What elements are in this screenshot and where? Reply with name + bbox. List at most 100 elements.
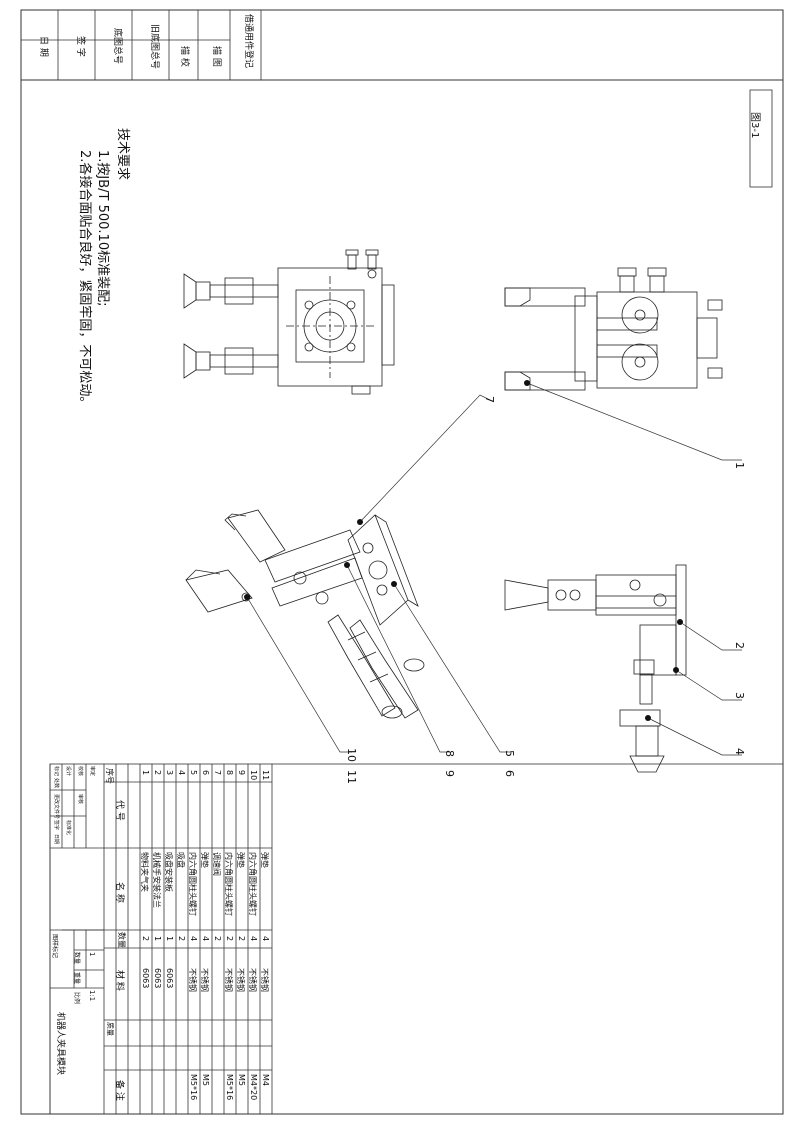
balloon-label: 5 (503, 750, 516, 757)
scale-value: 1:1 (88, 990, 96, 1002)
bom-cell-qty: 2 (225, 936, 234, 942)
registry-row: 日 期 (38, 36, 48, 57)
leader-lines (246, 382, 742, 756)
bom-cell-name: 内六角圆柱头螺钉 (224, 852, 233, 916)
view-gripper-side (504, 267, 723, 391)
balloon-label: 11 (345, 770, 358, 784)
bom-cell-seq: 3 (165, 770, 174, 776)
bom-cell-qty: 4 (189, 936, 198, 942)
balloon-label: 8 (443, 750, 456, 757)
bom-cell-name: 吸盘安装板 (164, 852, 173, 892)
bom-header-name: 名 称 (114, 882, 124, 903)
bom-header-qty: 数量 (117, 932, 126, 948)
bom-cell-name: 弹垫 (260, 852, 269, 868)
bom-cell-remark: M5 (237, 1074, 246, 1086)
bom-cell-qty: 4 (261, 936, 270, 942)
sign-label: 设计 (65, 766, 71, 777)
outer-border (20, 9, 784, 1115)
bom-cell-seq: 5 (189, 770, 198, 776)
bom-cell-remark: M5*16 (189, 1074, 198, 1101)
bom-header-mass: 质量 (106, 1022, 114, 1036)
bom-cell-seq: 8 (225, 770, 234, 776)
bom-cell-name: 弹垫 (200, 852, 209, 868)
bom-table-grid (49, 763, 784, 1115)
bom-cell-remark: M4*20 (249, 1074, 258, 1101)
bom-cell-seq: 4 (177, 770, 186, 776)
sign-label: 标准化 (65, 820, 71, 836)
bom-cell-name: 物料夹气夹 (140, 852, 149, 892)
tech-requirement-item: 1.按JB/T 500.10标准装配; (95, 150, 110, 307)
sign-label: 审定 (89, 766, 95, 777)
tech-requirements-heading: 技术要求 (115, 128, 130, 181)
sign-label: 审核 (77, 794, 83, 805)
registry-table (20, 9, 262, 81)
revision-label: 日期 (53, 834, 59, 845)
balloon-label: 7 (483, 396, 496, 403)
tech-requirement-item: 2.各接合面贴合良好，紧固牢固，不可松动。 (77, 150, 92, 410)
bom-cell-qty: 1 (153, 936, 162, 942)
balloon-label: 3 (733, 692, 746, 699)
bom-cell-seq: 10 (249, 770, 258, 781)
bom-cell-material: 不锈钢 (260, 968, 269, 992)
view-suction-plate (504, 564, 687, 773)
bom-cell-qty: 2 (213, 936, 222, 942)
view-isometric-assembly (185, 509, 425, 719)
registry-row: 描 图 (211, 46, 221, 67)
weight-label: 重量 (73, 972, 80, 985)
revision-label: 签字 (53, 820, 59, 831)
bom-cell-qty: 4 (201, 936, 210, 942)
bom-header-material: 材 料 (114, 970, 124, 991)
balloon-label: 6 (503, 770, 516, 777)
bom-cell-name: 内六角圆柱头螺钉 (188, 852, 197, 916)
bom-cell-seq: 6 (201, 770, 210, 776)
balloon-label: 4 (733, 748, 746, 755)
bom-cell-remark: M4 (261, 1074, 270, 1086)
bom-cell-qty: 2 (141, 936, 150, 942)
bom-cell-name: 内六角圆柱头螺钉 (248, 852, 257, 916)
bom-cell-qty: 1 (165, 936, 174, 942)
revision-label: 处数 (53, 778, 59, 789)
qty-value: 1 (88, 952, 96, 957)
bom-cell-material: 不锈钢 (236, 968, 245, 992)
bom-header-seq: 序号 (105, 768, 114, 784)
registry-row: 签 字 (75, 36, 85, 57)
registry-row: 底图总号 (112, 28, 122, 65)
bom-cell-material: 6063 (153, 968, 162, 989)
bom-cell-remark: M5*16 (225, 1074, 234, 1101)
bom-header-code: 代 号 (114, 800, 124, 821)
scale-label: 比例 (73, 992, 80, 1005)
drawing-title: 机器人夹具模块 (55, 1012, 65, 1076)
bom-cell-qty: 2 (237, 936, 246, 942)
drawing-number: 图3-1 (749, 112, 760, 139)
sign-label: 校核 (77, 766, 83, 777)
registry-row: 旧底图总号 (149, 24, 159, 70)
bom-cell-material: 不锈钢 (200, 968, 209, 992)
bom-cell-seq: 11 (261, 770, 270, 781)
bom-cell-seq: 9 (237, 770, 246, 776)
bom-cell-seq: 2 (153, 770, 162, 776)
revision-label: 标记 (53, 766, 59, 777)
balloon-label: 9 (443, 770, 456, 777)
bom-cell-material: 不锈钢 (248, 968, 257, 992)
revision-label: 更改文件号 (53, 794, 59, 820)
bom-cell-material: 不锈钢 (224, 968, 233, 992)
balloon-label: 2 (733, 642, 746, 649)
registry-title: 借通用件登记 (243, 14, 253, 69)
balloon-label: 10 (345, 748, 358, 762)
bom-cell-name: 调速阀 (212, 852, 221, 876)
bom-cell-material: 不锈钢 (188, 968, 197, 992)
drawing-number-box (749, 89, 773, 188)
leader-dots (244, 380, 683, 721)
view-flange-front (183, 249, 395, 395)
bom-cell-material: 6063 (165, 968, 174, 989)
stage-label: 图样标记 (51, 934, 58, 959)
registry-row: 描 校 (179, 46, 189, 67)
bom-cell-material: 6063 (141, 968, 150, 989)
bom-cell-name: 弹垫 (236, 852, 245, 868)
bom-cell-remark: M5 (201, 1074, 210, 1086)
qty-label: 数量 (73, 952, 80, 965)
bom-cell-name: 吸盘 (176, 852, 185, 868)
bom-cell-qty: 2 (177, 936, 186, 942)
